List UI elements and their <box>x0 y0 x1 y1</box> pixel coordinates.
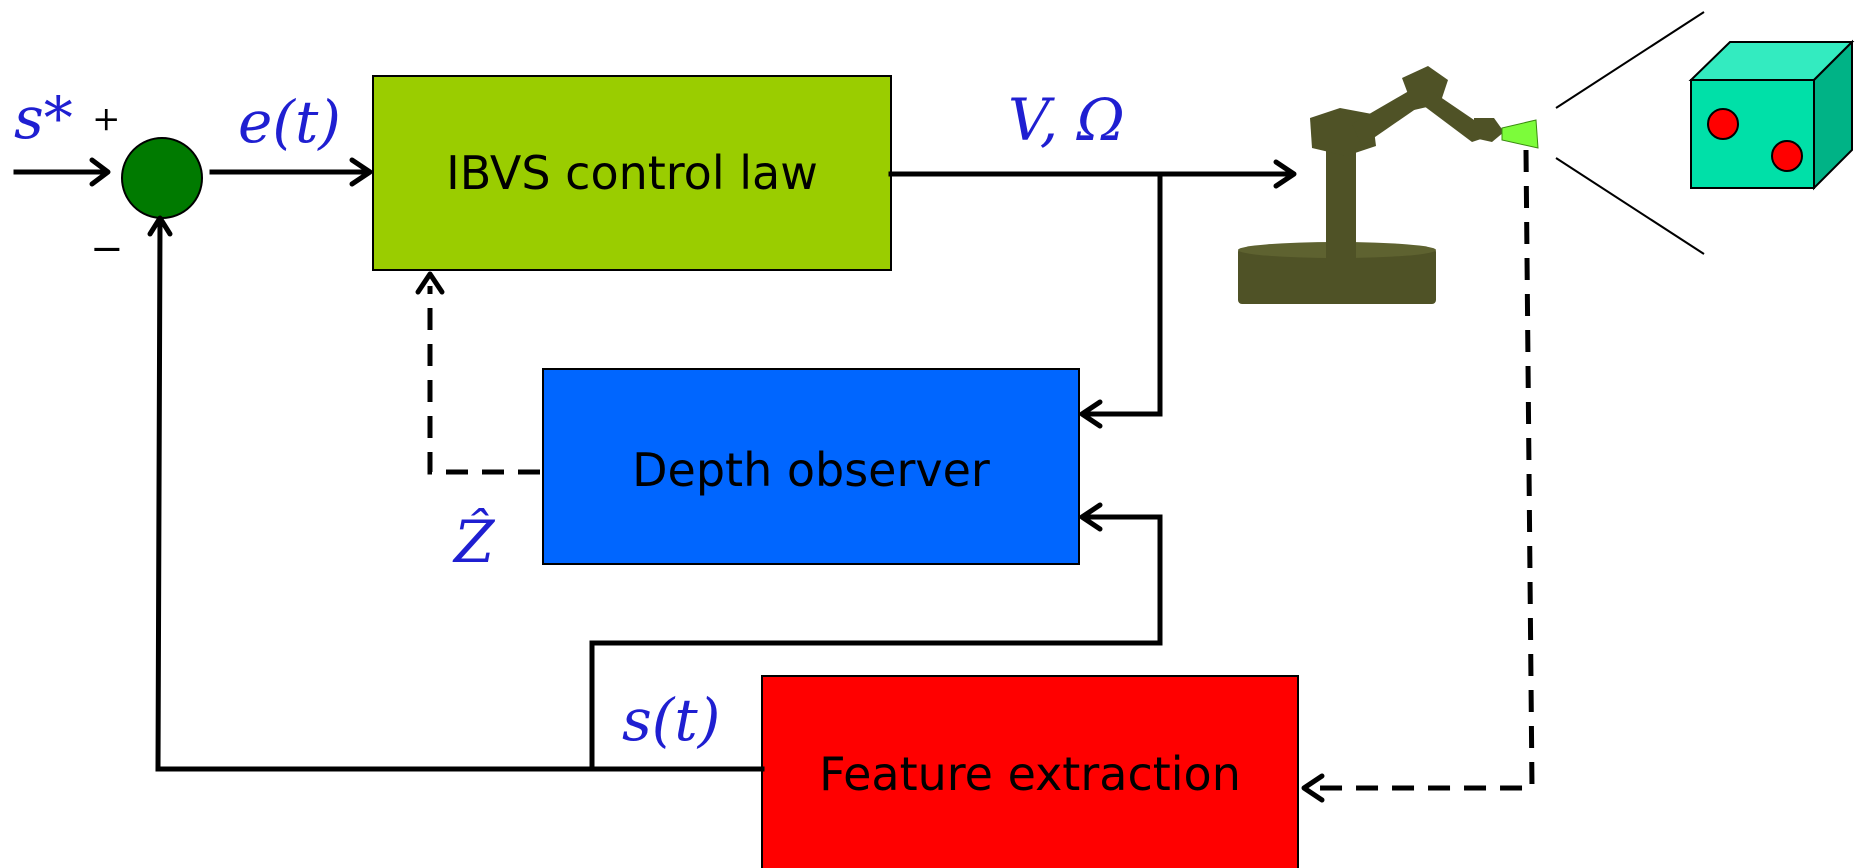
feature-feedback-line <box>155 219 765 772</box>
depth-estimate-label: Ẑ <box>452 508 496 576</box>
error-arrowhead <box>349 157 373 187</box>
ibvs-control-law-block: IBVS control law <box>372 75 892 271</box>
reference-input: s* + − <box>13 84 124 272</box>
feature-block-label: Feature extraction <box>819 747 1241 801</box>
target-point-1 <box>1707 108 1739 140</box>
feature-extraction-block: Feature extraction <box>761 675 1299 868</box>
feature-block-rect <box>761 675 1299 868</box>
camera-arrowhead <box>1301 773 1325 803</box>
velocity-signal-label: V, Ω <box>1008 86 1125 154</box>
error-signal: e(t) <box>209 88 373 187</box>
minus-sign: − <box>90 226 124 272</box>
robot-forearm <box>1424 90 1490 142</box>
field-of-view-line-bottom <box>1555 157 1705 255</box>
robot-column <box>1326 138 1356 260</box>
target-point-2 <box>1771 140 1803 172</box>
robot-base <box>1238 248 1436 304</box>
error-signal-label: e(t) <box>238 88 341 156</box>
robot-arm-icon <box>1238 66 1539 304</box>
depth-block-label: Depth observer <box>632 443 990 497</box>
feature-signal-label: s(t) <box>622 686 720 754</box>
summing-junction <box>121 137 203 219</box>
ibvs-block-label: IBVS control law <box>446 146 818 200</box>
camera-icon <box>1501 119 1539 149</box>
ibvs-block-rect <box>372 75 892 271</box>
velocity-branch-line <box>1081 171 1163 417</box>
depth-block-rect <box>542 368 1080 565</box>
robot-upper-arm <box>1352 88 1420 146</box>
feedback-arrowhead <box>147 215 173 237</box>
field-of-view-line-top <box>1555 11 1705 109</box>
depth-estimate-dashed-line <box>427 286 540 475</box>
velocity-arrowhead <box>1273 159 1297 189</box>
velocity-signal: V, Ω <box>888 86 1297 429</box>
velocity-branch-arrowhead <box>1079 399 1103 429</box>
depth-estimate-arrowhead <box>415 271 445 295</box>
reference-arrowhead <box>89 157 111 187</box>
robot-wrist <box>1474 118 1504 142</box>
target-cube-icon <box>1688 39 1855 191</box>
feature-to-depth-arrowhead <box>1079 502 1103 532</box>
feature-signal: s(t) <box>147 215 1163 772</box>
plus-sign: + <box>92 99 121 139</box>
feature-to-depth-line <box>589 514 1163 772</box>
camera-image-signal <box>1301 149 1535 803</box>
reference-signal-label: s* <box>14 84 73 152</box>
depth-estimate-signal: Ẑ <box>415 271 540 576</box>
depth-observer-block: Depth observer <box>542 368 1080 565</box>
cube-front-face <box>1690 79 1815 189</box>
